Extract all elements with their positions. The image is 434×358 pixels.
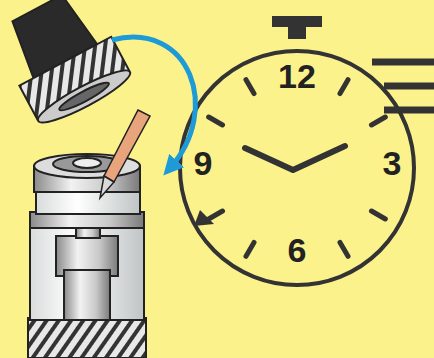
clock-number: 3 <box>383 146 402 180</box>
clock-number: 6 <box>288 233 307 267</box>
clock-number: 9 <box>194 146 213 180</box>
tank-cap <box>0 0 135 130</box>
stopwatch <box>180 16 414 285</box>
vape-tank <box>28 154 146 358</box>
clock-number: 12 <box>278 59 316 93</box>
fill-arrow <box>112 37 195 168</box>
dropper <box>100 110 150 198</box>
